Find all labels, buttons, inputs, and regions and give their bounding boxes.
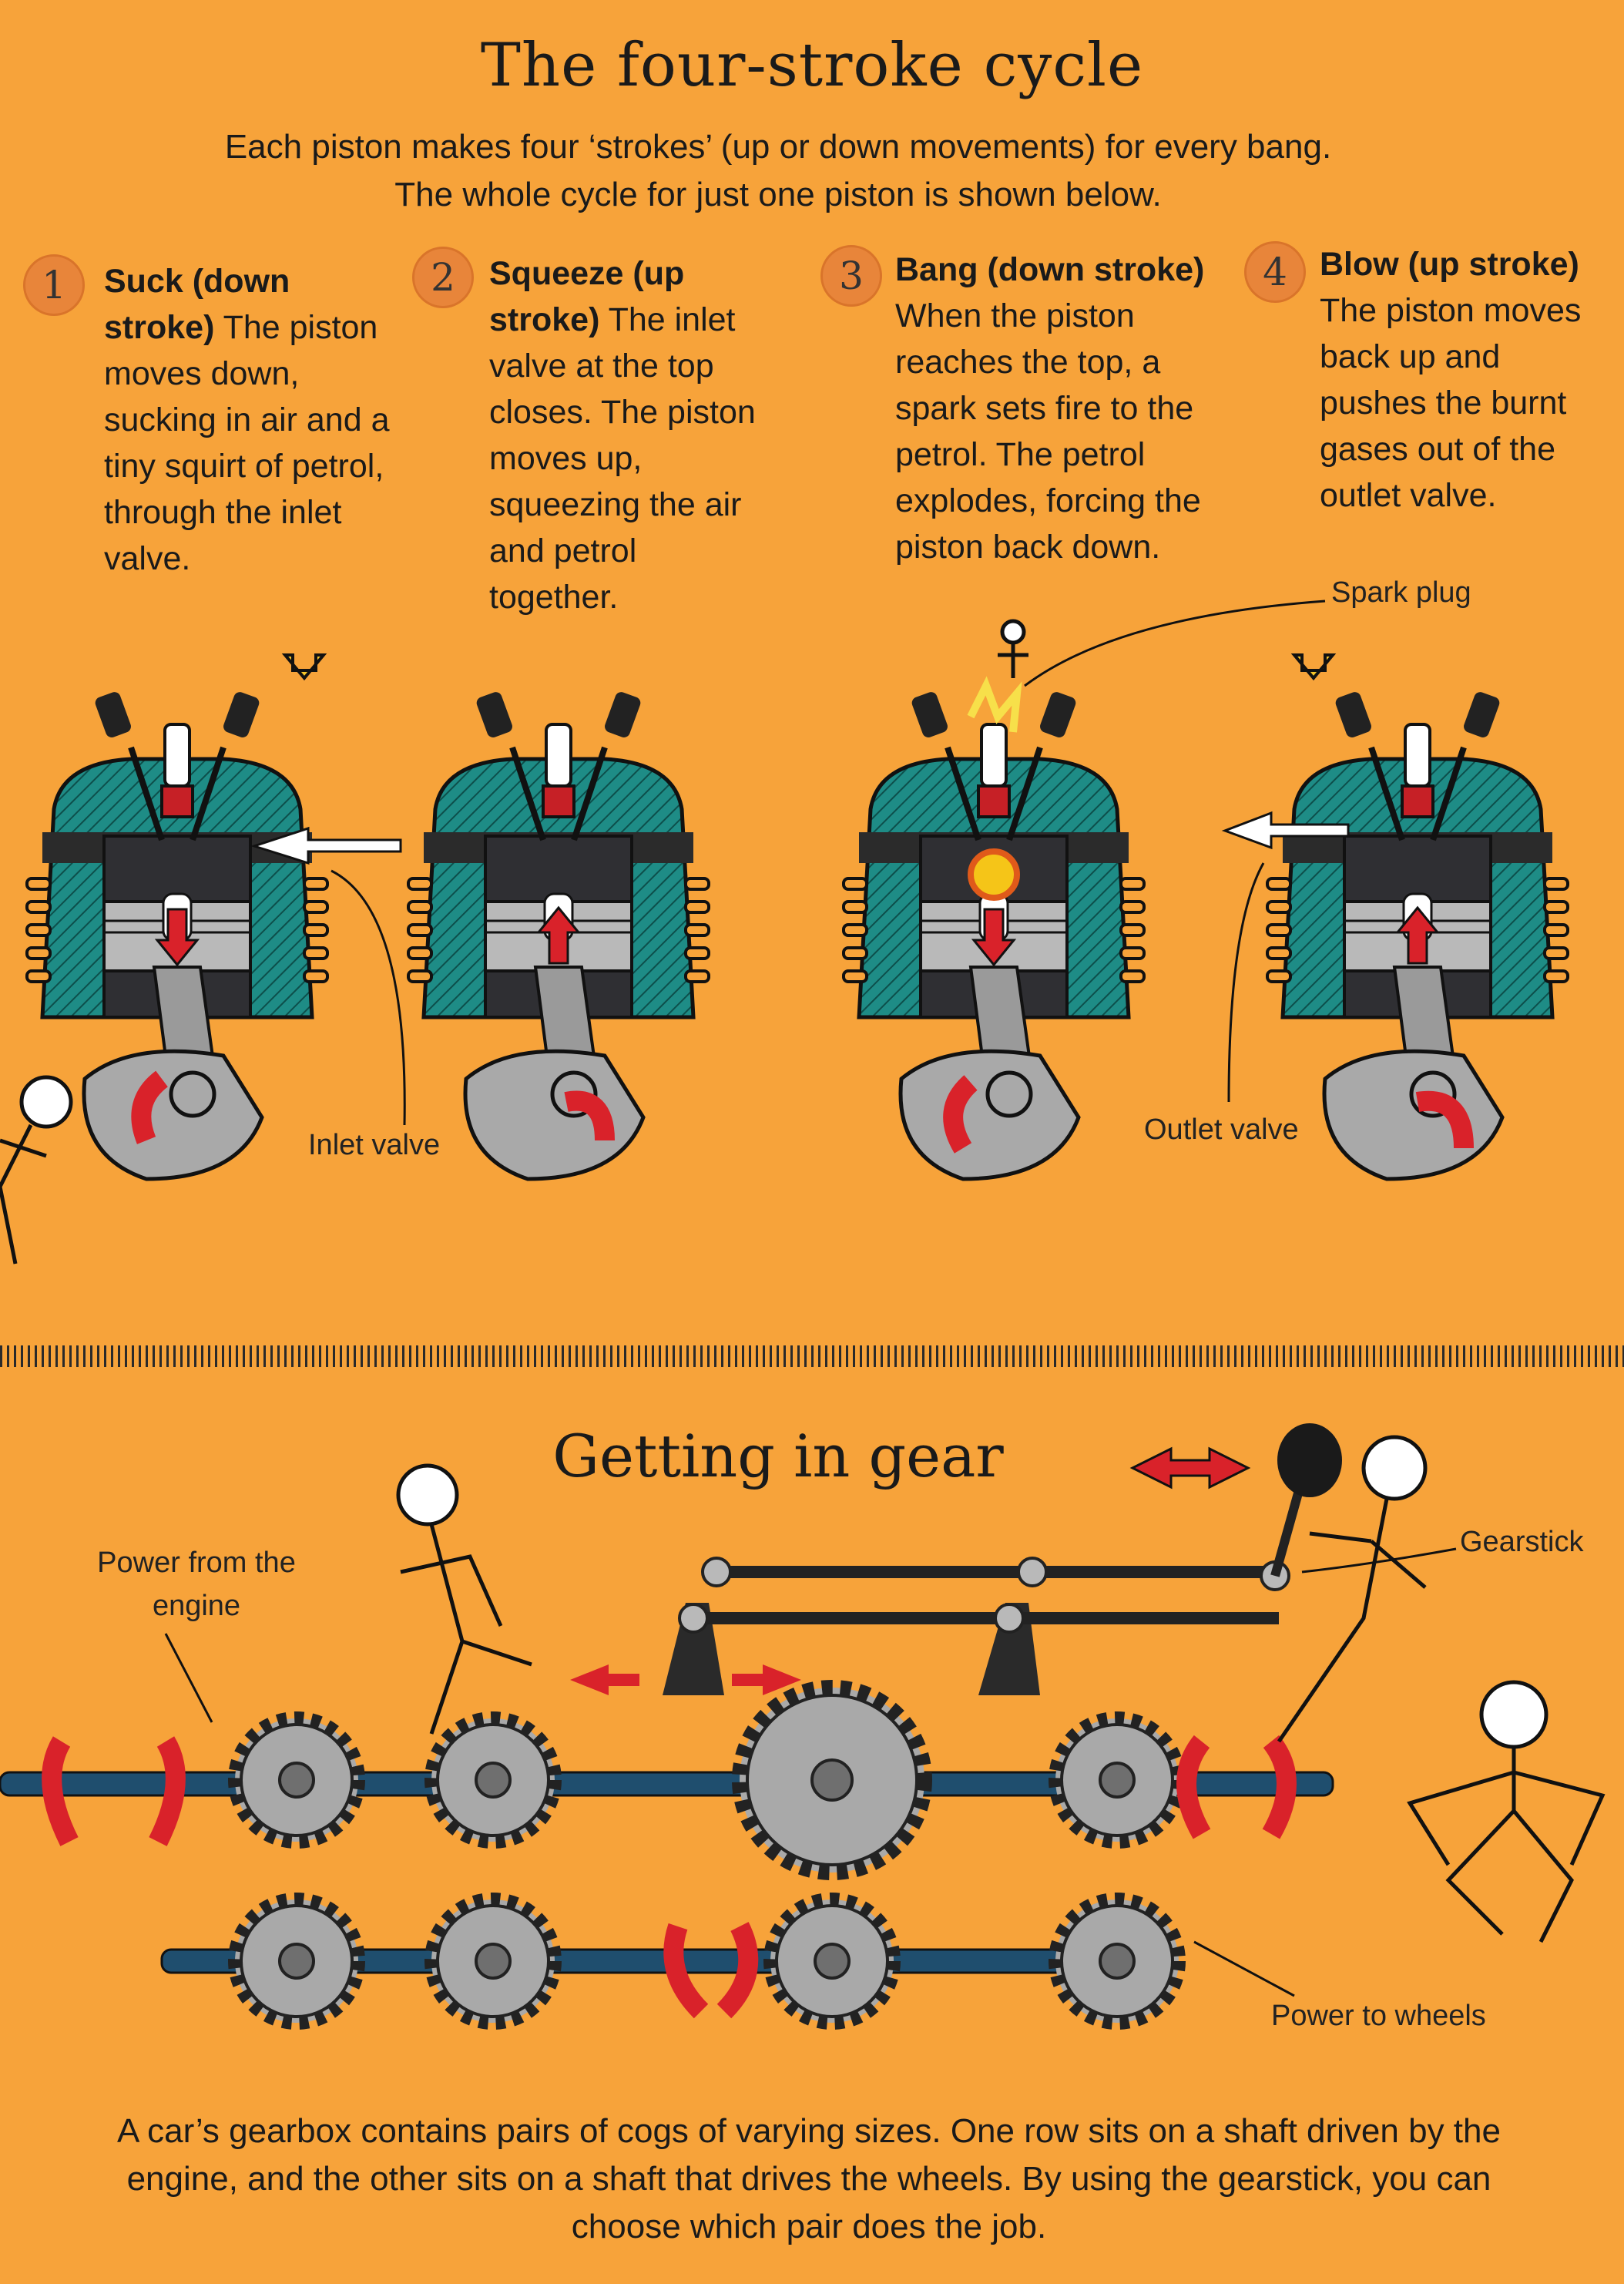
- inlet-valve-label: Inlet valve: [308, 1129, 441, 1161]
- step-3-body: When the piston reaches the top, a spark…: [895, 297, 1201, 566]
- section-divider: [0, 1345, 1624, 1367]
- intro-text: Each piston makes four ‘strokes’ (up or …: [224, 128, 1332, 213]
- step-2-body: The inlet valve at the top closes. The p…: [489, 301, 756, 616]
- valve-indicator-arrow-2: [1290, 653, 1337, 681]
- power-from-engine-label: Power from the engine: [97, 1547, 296, 1622]
- step-3-text: Bang (down stroke) When the piston reach…: [895, 247, 1219, 570]
- step-1-text: Suck (down stroke) The piston moves down…: [104, 258, 397, 582]
- valve-indicator-arrow: [281, 653, 327, 681]
- step-4-text: Blow (up stroke) The piston moves back u…: [1320, 241, 1612, 519]
- gearbox-caption: A car’s gearbox contains pairs of cogs o…: [117, 2112, 1501, 2245]
- step-1-body: The piston moves down, sucking in air an…: [104, 309, 390, 577]
- outlet-valve-label: Outlet valve: [1144, 1113, 1299, 1146]
- step-2-text: Squeeze (up stroke) The inlet valve at t…: [489, 250, 774, 620]
- gearbox-diagram: [0, 1423, 1342, 2023]
- step-2-heading: Squeeze (up stroke): [489, 255, 685, 338]
- engine-suck-diagram: [27, 690, 327, 1179]
- step-number-1: 1: [23, 254, 85, 316]
- step-1-heading: Suck (down stroke): [104, 263, 290, 346]
- engine-blow-diagram: [1267, 690, 1568, 1179]
- inlet-flow-arrow: [250, 826, 402, 865]
- step-4-heading: Blow (up stroke): [1320, 246, 1579, 283]
- step-4-body: The piston moves back up and pushes the …: [1320, 292, 1582, 514]
- gearstick-label: Gearstick: [1460, 1526, 1584, 1558]
- engine-bang-diagram: [844, 676, 1144, 1179]
- power-to-wheels-label: Power to wheels: [1271, 2000, 1486, 2032]
- section-title-gears: Getting in gear: [552, 1422, 1004, 1490]
- outlet-flow-arrow: [1221, 811, 1350, 850]
- engine-squeeze-diagram: [408, 690, 709, 1179]
- step-number-3: 3: [820, 245, 882, 307]
- page-title: The four-stroke cycle: [480, 31, 1144, 100]
- step-number-4: 4: [1244, 241, 1306, 303]
- step-3-heading: Bang (down stroke): [895, 251, 1205, 288]
- spark-plug-label: Spark plug: [1331, 576, 1471, 609]
- step-number-2: 2: [412, 247, 474, 308]
